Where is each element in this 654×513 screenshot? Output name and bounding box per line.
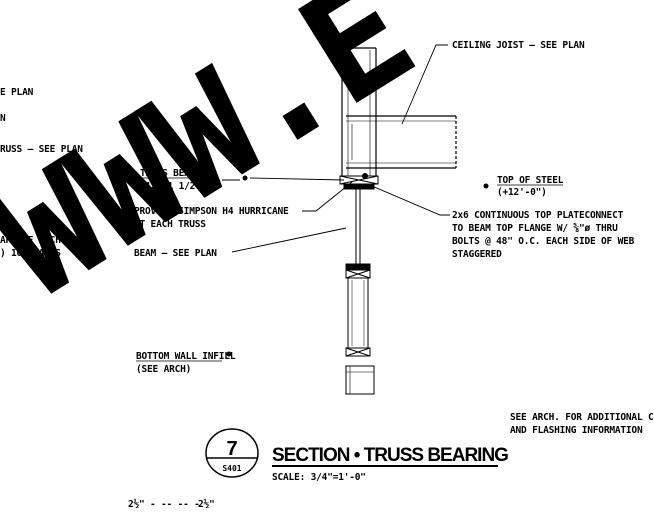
hurricane-tie-line-2: AT EACH TRUSS	[134, 219, 206, 230]
top-plate-note-line-3: BOLTS @ 48" O.C. EACH SIDE OF WEB	[452, 236, 635, 247]
see-arch-line-2: AND FLASHING INFORMATION	[510, 425, 643, 436]
truss-bearing-marker	[242, 175, 248, 181]
top-of-steel-elevation: (+12'-0")	[497, 187, 547, 198]
truss-bottom-chord	[346, 115, 457, 169]
leader-lines	[222, 44, 450, 253]
hurricane-tie-line-1: PROVIDE SIMPSON H4 HURRICANE	[134, 206, 289, 217]
note-truss-fragment: RUSS — SEE PLAN	[0, 144, 83, 155]
steel-beam-web	[345, 189, 371, 271]
top-of-steel-title: TOP OF STEEL	[497, 175, 564, 186]
ceiling-joist-vertical	[341, 47, 377, 176]
bottom-dimensions: 2½" - -- -- - 2½"	[128, 499, 215, 510]
dimension-left: 2½"	[128, 499, 145, 508]
note-strap-fragment-2: ) 10d NAILS	[0, 248, 61, 259]
see-arch-line-1: SEE ARCH. FOR ADDITIONAL C	[510, 412, 654, 423]
section-scale: SCALE: 3/4"=1'-0"	[272, 472, 366, 483]
bottom-wall-marker	[226, 351, 232, 357]
bottom-wall-title: BOTTOM WALL INFILL	[136, 351, 236, 362]
note-n-fragment: N	[0, 113, 6, 124]
detail-tag-number: 7	[226, 438, 237, 460]
note-plan-fragment: E PLAN	[0, 87, 34, 98]
top-plate-note-line-1: 2x6 CONTINUOUS TOP PLATECONNECT	[452, 210, 624, 221]
dimension-right: 2½"	[198, 499, 215, 508]
truss-bearing-title: TRUSS BEARING	[140, 168, 212, 179]
note-strap-fragment-1: AP TIE EACH END	[0, 235, 83, 246]
detail-tag-sheet: S401	[222, 464, 241, 473]
section-title: SECTION • TRUSS BEARING	[272, 445, 508, 466]
section-title-block: 7 S401 SECTION • TRUSS BEARING SCALE: 3/…	[205, 428, 509, 483]
beam-label: BEAM — SEE PLAN	[134, 248, 217, 259]
dimension-ticks: - -- -- -	[150, 499, 200, 508]
top-of-steel-marker	[483, 183, 489, 189]
truss-bearing-elevation: (12'-1 1/2")	[140, 181, 206, 192]
top-plate-note-line-4: STAGGERED	[452, 249, 502, 260]
ceiling-joist-label: CEILING JOIST — SEE PLAN	[452, 40, 585, 51]
top-plate-note-line-2: TO BEAM TOP FLANGE W/ ⅝"ø THRU	[452, 223, 618, 234]
left-notes: E PLAN N RUSS — SEE PLAN AP TIE EACH END…	[0, 87, 83, 259]
bottom-wall-infill	[345, 269, 375, 395]
detail-tag-bubble	[205, 428, 259, 478]
bottom-wall-note: (SEE ARCH)	[136, 364, 191, 375]
